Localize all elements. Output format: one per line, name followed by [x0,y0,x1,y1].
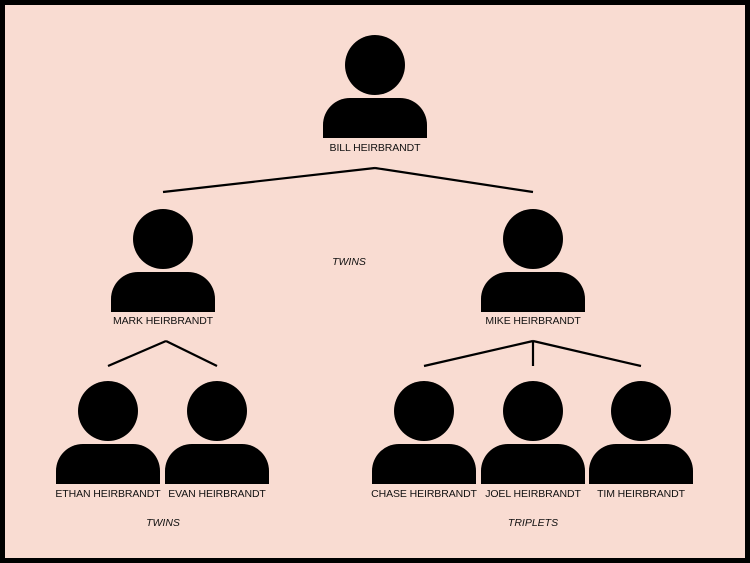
person-name-mark: MARK HEIRBRANDT [113,315,214,327]
connector-mike-chase [423,339,534,368]
connector-mark-ethan [107,339,167,368]
note-mark-twins: TWINS [146,517,180,529]
person-name-tim: TIM HEIRBRANDT [597,488,686,500]
person-icon [372,381,476,484]
person-icon [165,381,269,484]
note-children-twins: TWINS [332,256,366,268]
tree-canvas: BILL HEIRBRANDT MARK HEIRBRANDT MIKE HEI… [55,35,693,529]
person-name-mike: MIKE HEIRBRANDT [485,315,581,327]
connectors [107,166,642,368]
person-name-ethan: ETHAN HEIRBRANDT [55,488,161,500]
person-icon [481,209,585,312]
note-mike-triplets: TRIPLETS [508,517,558,529]
person-icon [111,209,215,312]
person-icon [481,381,585,484]
person-name-joel: JOEL HEIRBRANDT [485,488,581,500]
person-icon [56,381,160,484]
person-name-evan: EVAN HEIRBRANDT [168,488,266,500]
connector-mark-evan [165,340,218,367]
family-tree-diagram: BILL HEIRBRANDT MARK HEIRBRANDT MIKE HEI… [5,5,745,558]
person-name-bill: BILL HEIRBRANDT [330,142,422,154]
connector-bill-mark [162,166,376,194]
person-icon [323,35,427,138]
person-name-chase: CHASE HEIRBRANDT [371,488,477,500]
person-icon [589,381,693,484]
connector-bill-mike [374,166,534,194]
connector-mike-tim [532,339,642,368]
